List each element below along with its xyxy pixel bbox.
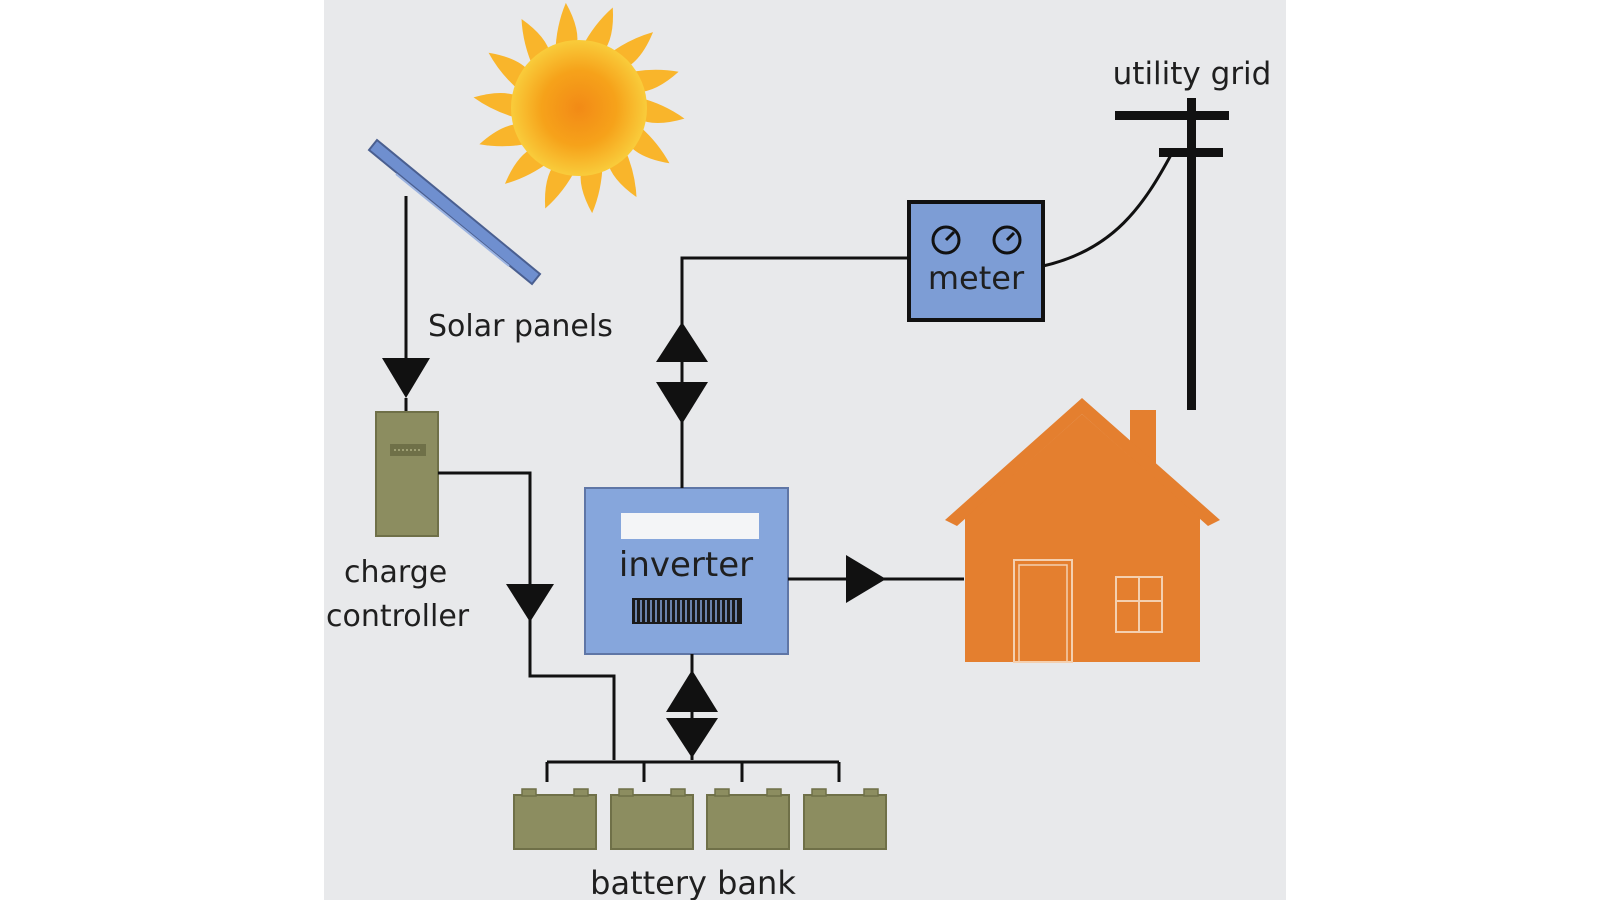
meter-label: meter xyxy=(928,259,1025,297)
utility-grid-label: utility grid xyxy=(1113,56,1272,92)
utility-pole-icon xyxy=(1115,98,1229,410)
solar-system-diagram: Solar panels charge controller inverter … xyxy=(326,2,1272,900)
solar-panel-icon xyxy=(367,138,542,286)
arrow-down-icon xyxy=(506,584,554,622)
sun-icon xyxy=(473,2,685,214)
inverter-to-meter-wire xyxy=(680,256,909,488)
controller-label: controller xyxy=(326,599,470,634)
diagram-canvas: Solar panels charge controller inverter … xyxy=(324,0,1286,900)
sun-ray xyxy=(580,163,603,214)
battery-bank-icon xyxy=(513,788,887,850)
inverter-icon xyxy=(584,487,789,655)
meter-to-grid-wire xyxy=(1042,152,1174,268)
arrow-down-icon xyxy=(666,718,718,758)
arrow-up-icon xyxy=(656,322,708,362)
battery-icon xyxy=(803,788,887,850)
battery-icon xyxy=(513,788,597,850)
battery-bank-label: battery bank xyxy=(590,864,796,900)
house-icon xyxy=(945,398,1220,663)
battery-bus xyxy=(545,760,841,782)
arrow-up-icon xyxy=(666,670,718,712)
arrow-right-icon xyxy=(846,555,886,603)
meter-icon xyxy=(907,200,1045,322)
inverter-label: inverter xyxy=(619,545,753,585)
arrow-down-icon xyxy=(656,382,708,424)
charge-controller-icon xyxy=(375,411,439,537)
sun-ray xyxy=(473,93,520,119)
controller-to-battery-wire xyxy=(438,471,616,760)
solar-panels-label: Solar panels xyxy=(428,309,613,344)
sun-ray xyxy=(555,2,578,53)
battery-icon xyxy=(610,788,694,850)
battery-icon xyxy=(706,788,790,850)
sun-ray xyxy=(638,97,685,123)
charge-label: charge xyxy=(344,555,447,590)
arrow-down-icon xyxy=(382,358,430,398)
